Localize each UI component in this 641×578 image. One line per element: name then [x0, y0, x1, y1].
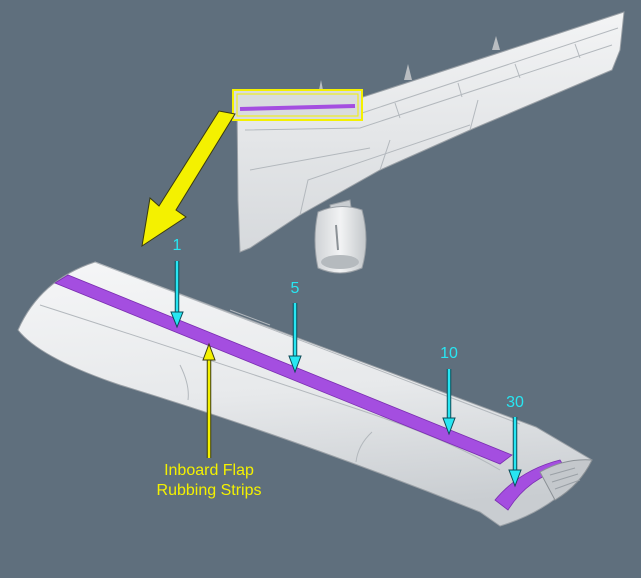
wing-body	[236, 11, 625, 253]
flap-surface	[17, 261, 593, 527]
flap-end-fitting	[539, 459, 593, 501]
strip-location-box-inner	[236, 93, 359, 117]
station-pointers	[170, 261, 522, 488]
pointer-1-head	[170, 311, 184, 329]
caption-line-2: Rubbing Strips	[156, 482, 262, 499]
wing-overview	[232, 11, 625, 274]
caption-line-1: Inboard Flap	[164, 462, 254, 479]
marker-label-30: 30	[506, 394, 524, 411]
enlarge-callout-arrow	[141, 110, 236, 248]
marker-label-10: 10	[440, 345, 458, 362]
engine-nacelle	[314, 206, 367, 274]
flap-enlarged	[17, 261, 593, 527]
flap-strip-caption: Inboard Flap Rubbing Strips	[157, 461, 262, 501]
pointer-30-head	[508, 469, 522, 488]
engine-inlet	[321, 255, 359, 269]
engine-strut	[335, 224, 339, 251]
rubbing-strip	[54, 274, 513, 465]
wing-fence	[404, 64, 412, 80]
pointer-5-head	[288, 355, 302, 374]
caption-arrow-head	[202, 342, 216, 361]
wing-fence	[492, 36, 500, 50]
pointer-10-head	[442, 417, 456, 436]
strip-location-mark	[239, 104, 356, 111]
marker-label-5: 5	[290, 280, 300, 297]
marker-label-1: 1	[172, 237, 182, 254]
